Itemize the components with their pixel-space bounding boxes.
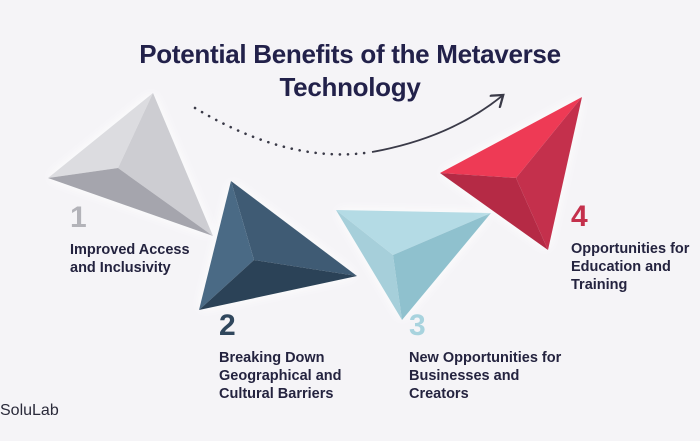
step-2-label: Breaking Down Geographical and Cultural … <box>219 350 342 402</box>
page-title-line-2: Technology <box>279 72 421 102</box>
step-1-label: Improved Access and Inclusivity <box>70 242 190 276</box>
flow-arrow <box>371 96 502 153</box>
step-3-number: 3 <box>409 309 426 342</box>
step-4-arrow-icon <box>440 97 582 250</box>
step-1-arrow-icon <box>48 93 213 236</box>
step-4-label: Opportunities for Education and Training <box>571 241 690 293</box>
page-title: Potential Benefits of the Metaverse <box>139 39 561 69</box>
dotted-flow-line <box>193 106 374 156</box>
step-3-label: New Opportunities for Businesses and Cre… <box>409 350 562 402</box>
brand-logo: SoluLab <box>0 402 59 419</box>
step-2-arrow-icon <box>199 181 357 310</box>
step-1-number: 1 <box>70 201 87 234</box>
step-2-number: 2 <box>219 309 236 342</box>
step-4-number: 4 <box>571 200 588 233</box>
step-3-arrow-icon <box>336 210 491 320</box>
